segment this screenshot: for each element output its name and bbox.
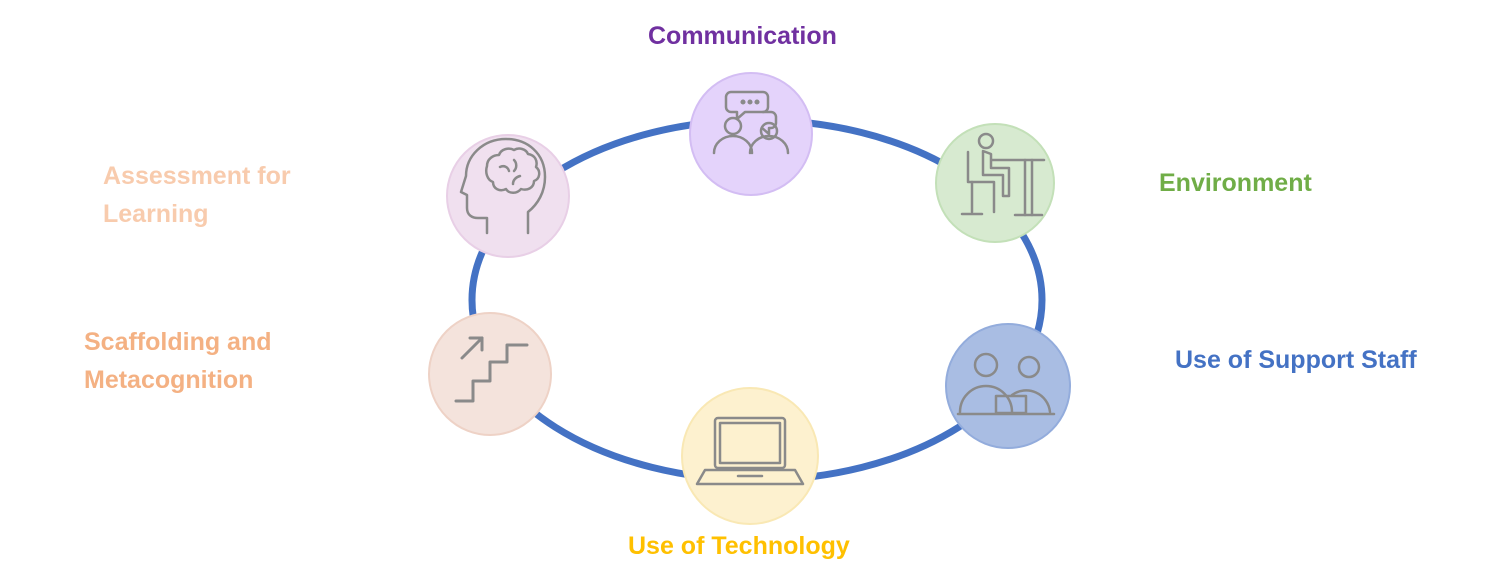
head-brain-icon xyxy=(459,137,547,235)
label-line: Use of Support Staff xyxy=(1175,346,1417,374)
label-assessment: Assessment for Learning xyxy=(103,157,291,233)
label-line: Communication xyxy=(648,22,837,50)
node-technology xyxy=(681,387,819,525)
label-support-staff: Use of Support Staff xyxy=(1175,341,1417,379)
label-line: Metacognition xyxy=(84,366,254,394)
label-line: Environment xyxy=(1159,169,1312,197)
node-scaffolding xyxy=(428,312,552,436)
label-environment: Environment xyxy=(1159,164,1312,202)
node-support xyxy=(945,323,1071,449)
node-assessment xyxy=(446,134,570,258)
label-technology: Use of Technology xyxy=(628,527,850,565)
person-at-desk-icon xyxy=(960,132,1046,217)
label-line: Assessment for xyxy=(103,162,291,190)
label-line: Learning xyxy=(103,200,209,228)
label-line: Use of Technology xyxy=(628,532,850,560)
label-communication: Communication xyxy=(648,17,837,55)
laptop-icon xyxy=(695,416,805,486)
label-scaffolding: Scaffolding and Metacognition xyxy=(84,323,272,399)
stairs-arrow-icon xyxy=(454,336,529,403)
conversation-people-icon xyxy=(712,90,790,155)
node-communication xyxy=(689,72,813,196)
label-line: Scaffolding and xyxy=(84,328,272,356)
node-environment xyxy=(935,123,1055,243)
people-with-laptop-icon xyxy=(956,352,1056,416)
